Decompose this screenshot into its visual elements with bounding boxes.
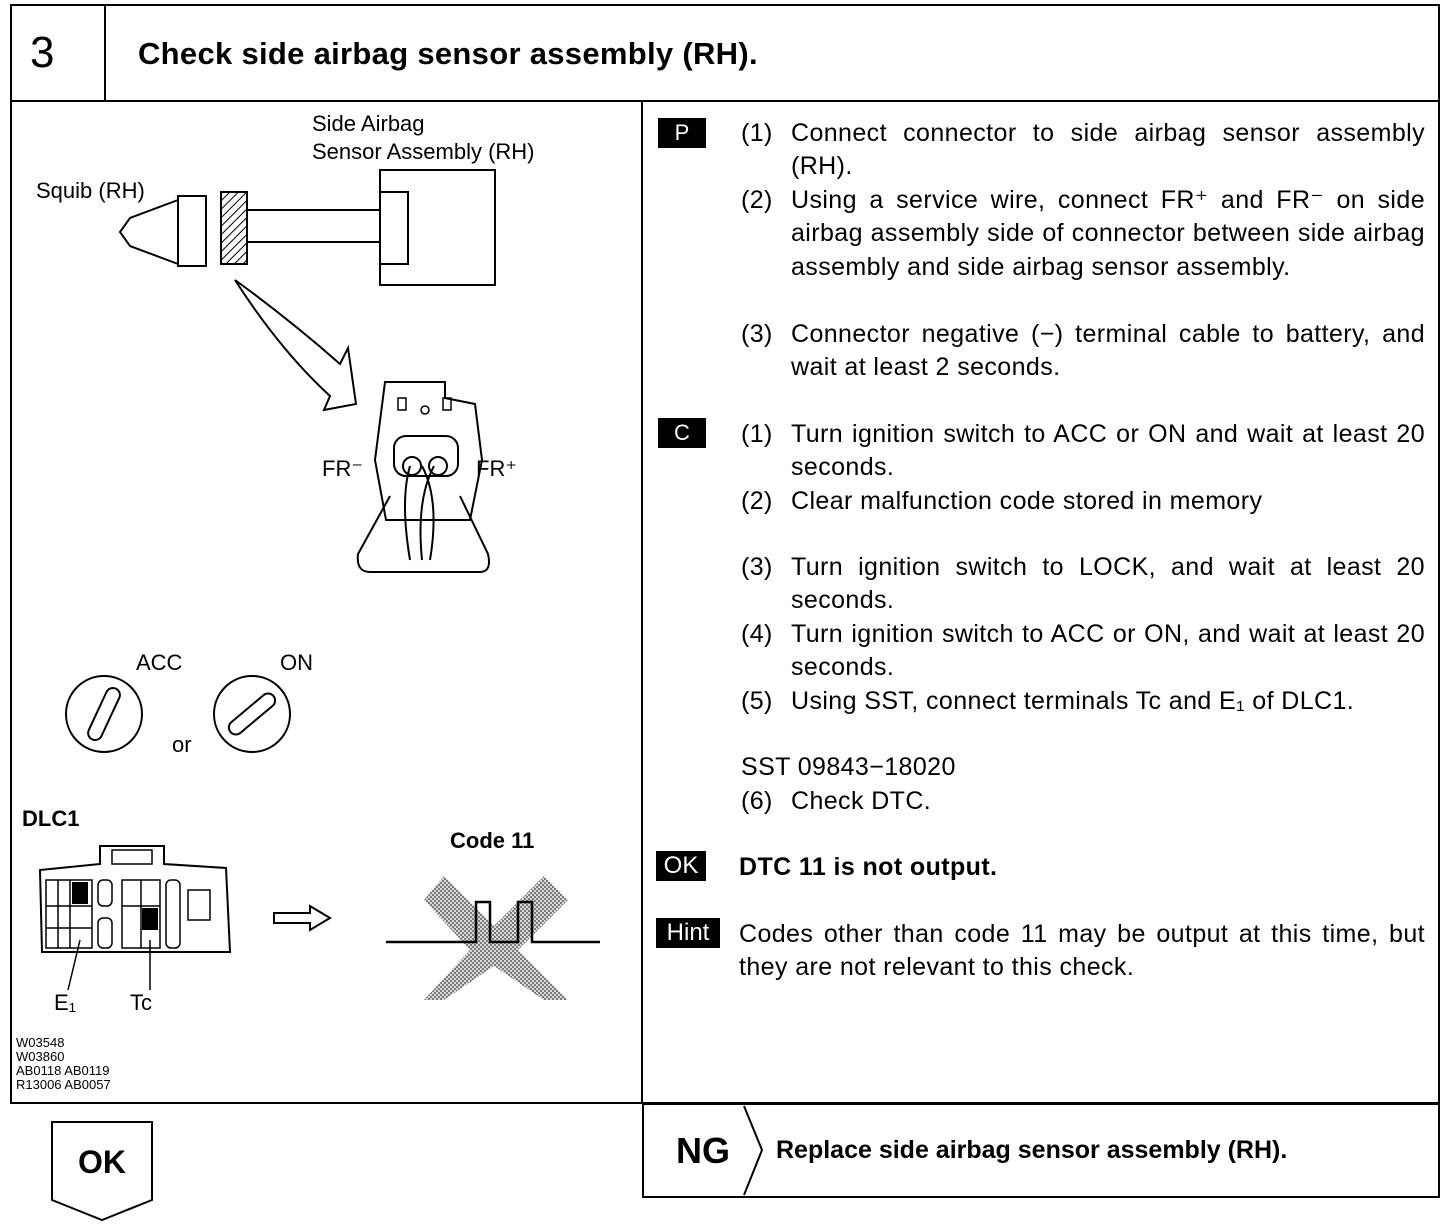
detail-arrow [234, 279, 358, 412]
body-divider [641, 100, 643, 1104]
squib-label: Squib (RH) [36, 178, 145, 203]
step-title: Check side airbag sensor assembly (RH). [138, 36, 758, 71]
ignition-switch-diagram [65, 675, 291, 753]
cross-out-icon [424, 876, 568, 1000]
connector-diagram [118, 169, 496, 573]
acc-label: ACC [136, 650, 183, 675]
code-11-label: Code 11 [450, 828, 535, 853]
fr-plus-label: FR⁺ [476, 456, 517, 481]
ng-chevron [743, 1105, 764, 1196]
arrow-icon [273, 904, 332, 932]
ok-badge: OK [656, 851, 706, 881]
fr-minus-label: FR⁻ [322, 456, 363, 481]
e1-terminal [72, 882, 88, 904]
ok-result-box [51, 1121, 153, 1222]
step-number: 3 [30, 28, 55, 77]
figure-ids: W03548 W03860 AB0118 AB0119 R13006 AB005… [16, 1035, 111, 1092]
e1-label: E₁ [54, 990, 77, 1015]
dlc1-connector [38, 845, 232, 991]
squib-connector [177, 195, 207, 267]
tc-label: Tc [130, 990, 152, 1015]
tc-terminal [142, 908, 158, 930]
header-divider [104, 4, 106, 102]
ng-result-box [642, 1103, 1440, 1198]
p-badge: P [658, 118, 706, 148]
squib-plug [118, 199, 179, 265]
sensor-connector [379, 191, 409, 265]
ng-action-text: Replace side airbag sensor assembly (RH)… [776, 1136, 1288, 1164]
or-label: or [172, 732, 192, 757]
hint-badge: Hint [656, 918, 720, 948]
code-11-waveform [386, 876, 600, 1000]
sst-number: SST 09843−18020 [741, 753, 956, 781]
hint-text: Codes other than code 11 may be output a… [739, 920, 1425, 982]
shorting-connector [220, 191, 248, 265]
dlc1-label: DLC1 [22, 806, 80, 831]
sensor-label: Side Airbag Sensor Assembly (RH) [312, 111, 535, 164]
ok-result: DTC 11 is not output. [739, 853, 998, 881]
c-badge: C [658, 418, 706, 448]
ng-path-label: NG [676, 1130, 730, 1171]
ok-path-label: OK [78, 1144, 126, 1180]
on-label: ON [280, 650, 313, 675]
